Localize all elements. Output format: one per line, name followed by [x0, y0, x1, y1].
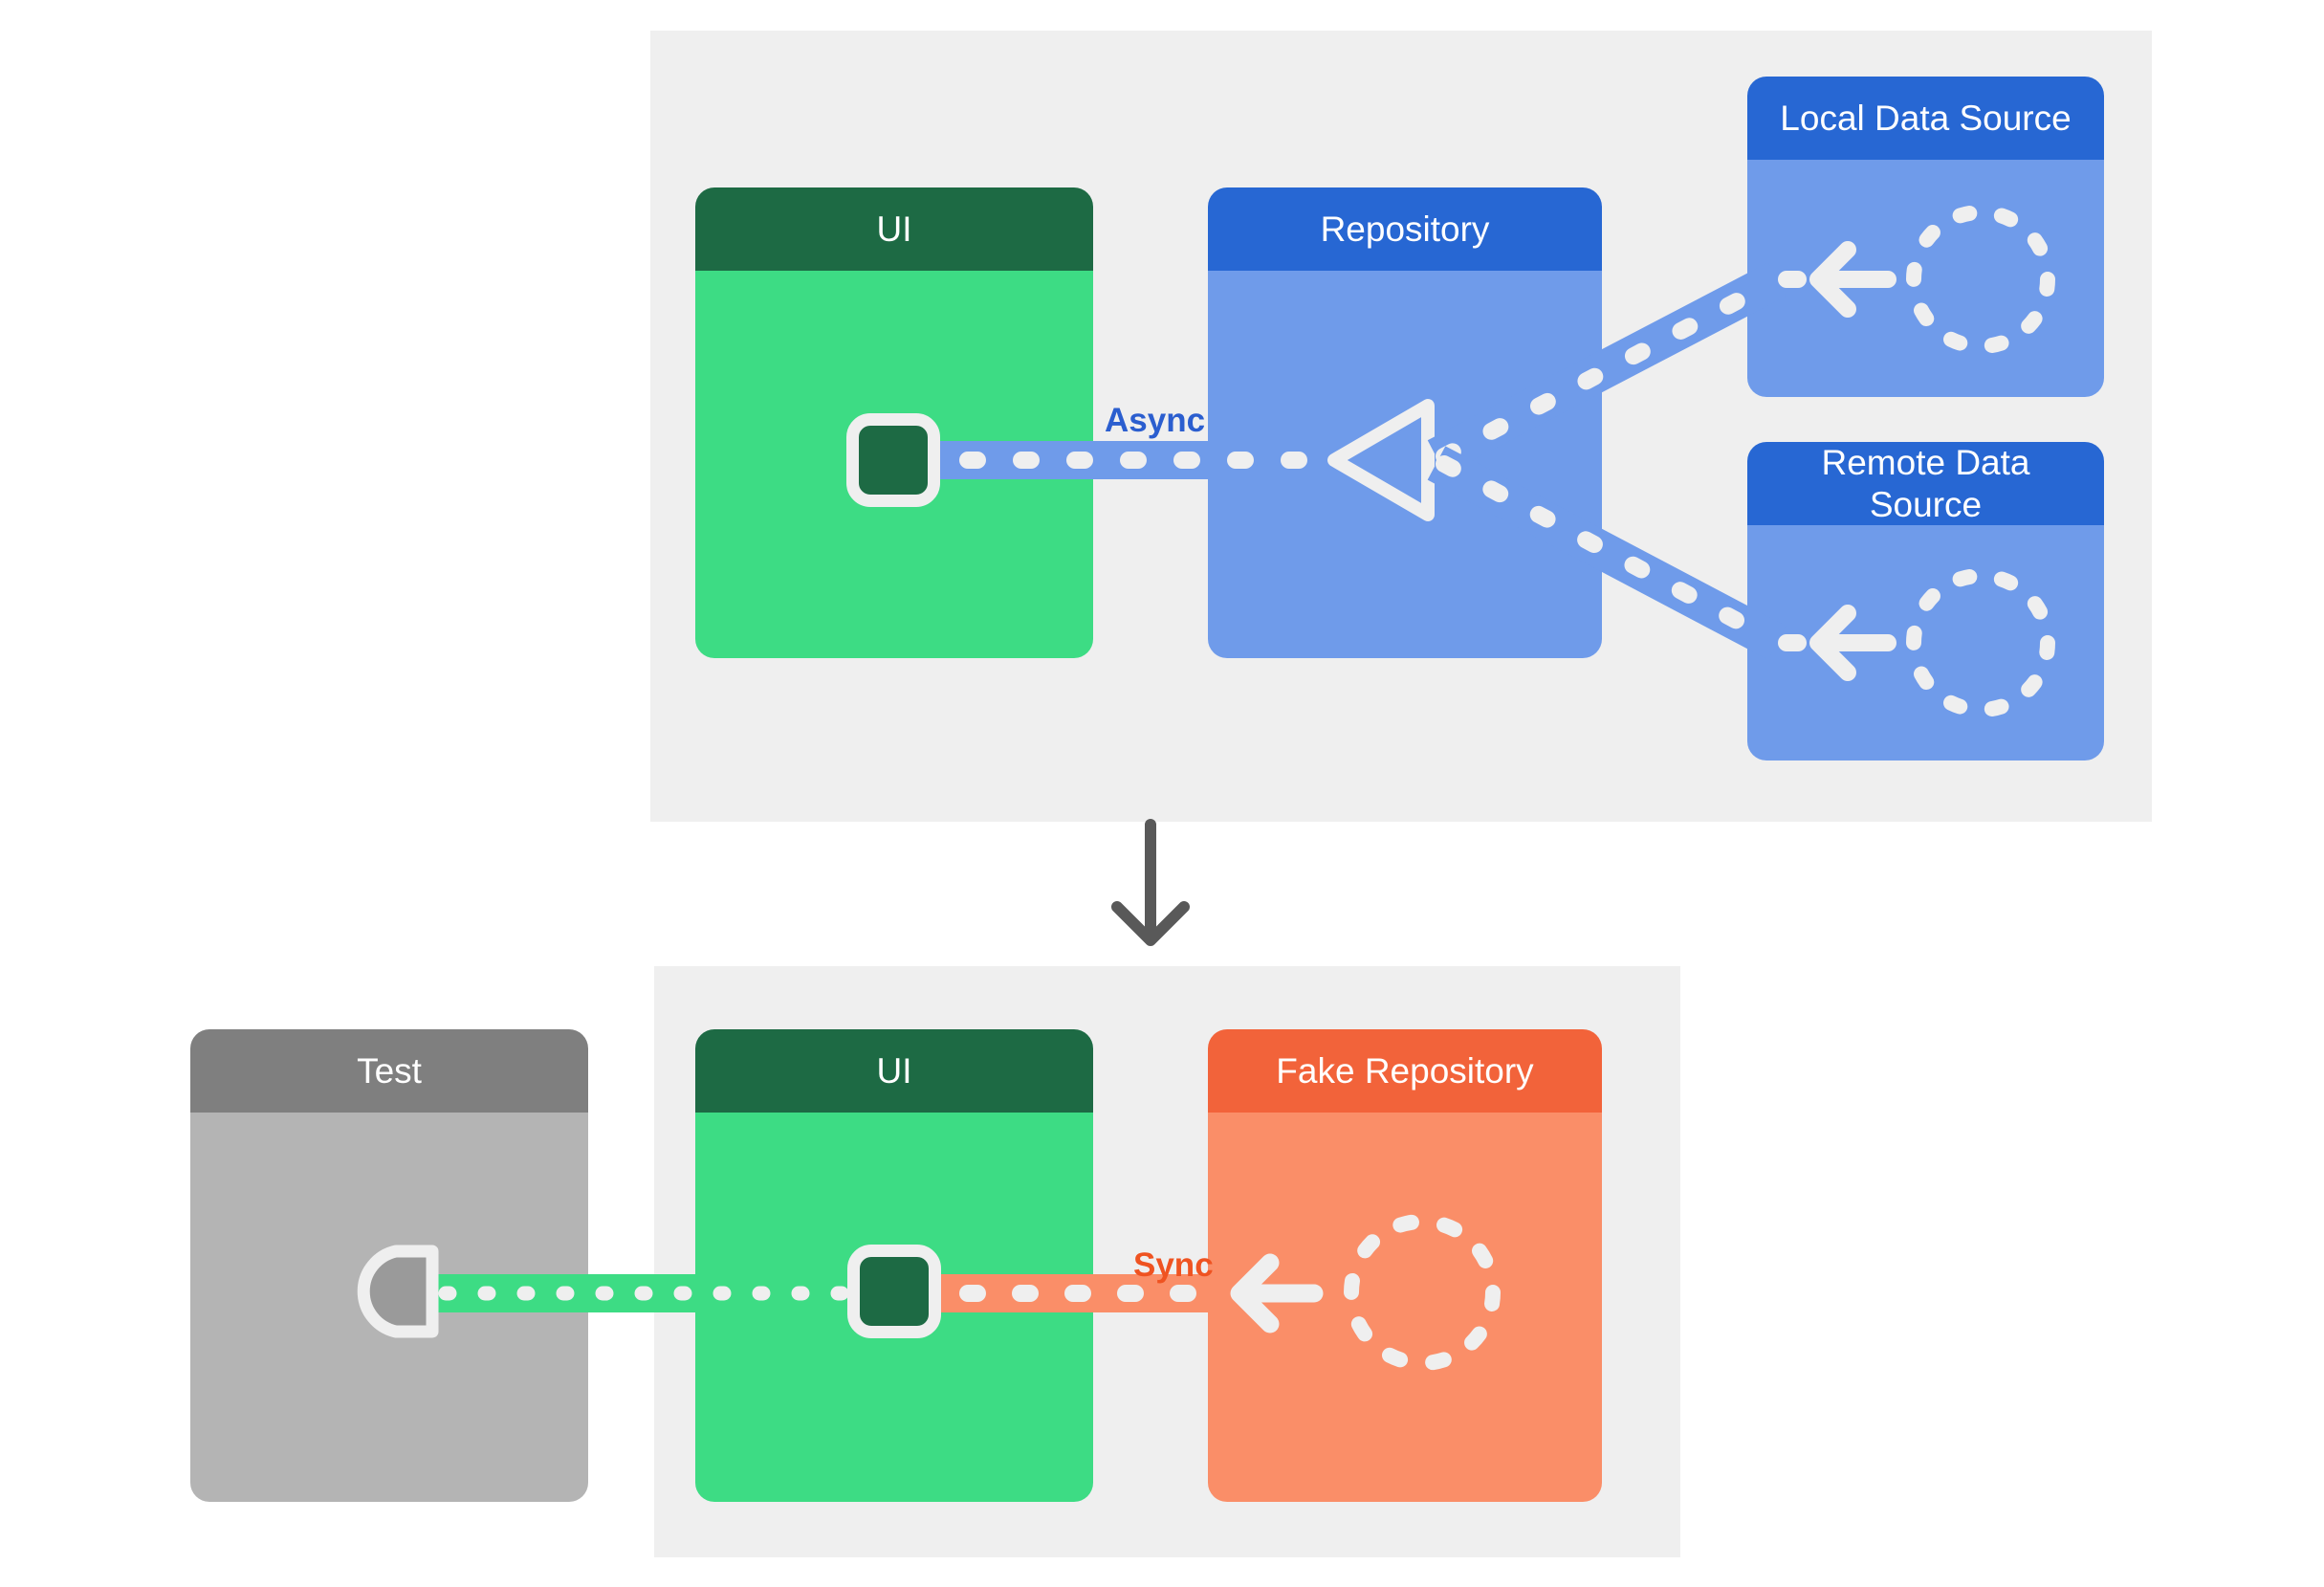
ui-bottom-box-title: UI	[876, 1050, 912, 1091]
test-box-title: Test	[357, 1050, 422, 1091]
test-box-body	[190, 1113, 588, 1502]
box-remote-data-source: Remote Data Source	[1747, 442, 2104, 760]
ui-box-title: UI	[876, 209, 912, 249]
remote-data-source-title: Remote Data Source	[1821, 442, 2030, 524]
box-repository: Repository	[1208, 187, 1602, 658]
test-box-header: Test	[190, 1029, 588, 1113]
repository-box-body	[1208, 271, 1602, 658]
remote-data-source-body	[1747, 525, 2104, 760]
local-data-source-title: Local Data Source	[1780, 98, 2072, 138]
local-data-source-header: Local Data Source	[1747, 77, 2104, 160]
flow-down-arrow-icon	[1111, 819, 1190, 946]
box-test: Test	[190, 1029, 588, 1502]
ui-bottom-box-header: UI	[695, 1029, 1093, 1113]
box-fake-repository: Fake Repository	[1208, 1029, 1602, 1502]
fake-repository-box-header: Fake Repository	[1208, 1029, 1602, 1113]
local-data-source-body	[1747, 160, 2104, 397]
async-label: Async	[1105, 402, 1206, 439]
ui-state-square-top	[846, 413, 940, 507]
sync-label: Sync	[1133, 1246, 1214, 1284]
ui-state-square-bottom	[847, 1245, 941, 1338]
remote-data-source-header: Remote Data Source	[1747, 442, 2104, 525]
repository-box-header: Repository	[1208, 187, 1602, 271]
box-local-data-source: Local Data Source	[1747, 77, 2104, 397]
fake-repository-box-body	[1208, 1113, 1602, 1502]
repository-box-title: Repository	[1320, 209, 1490, 249]
ui-box-header: UI	[695, 187, 1093, 271]
fake-repository-box-title: Fake Repository	[1276, 1050, 1534, 1091]
